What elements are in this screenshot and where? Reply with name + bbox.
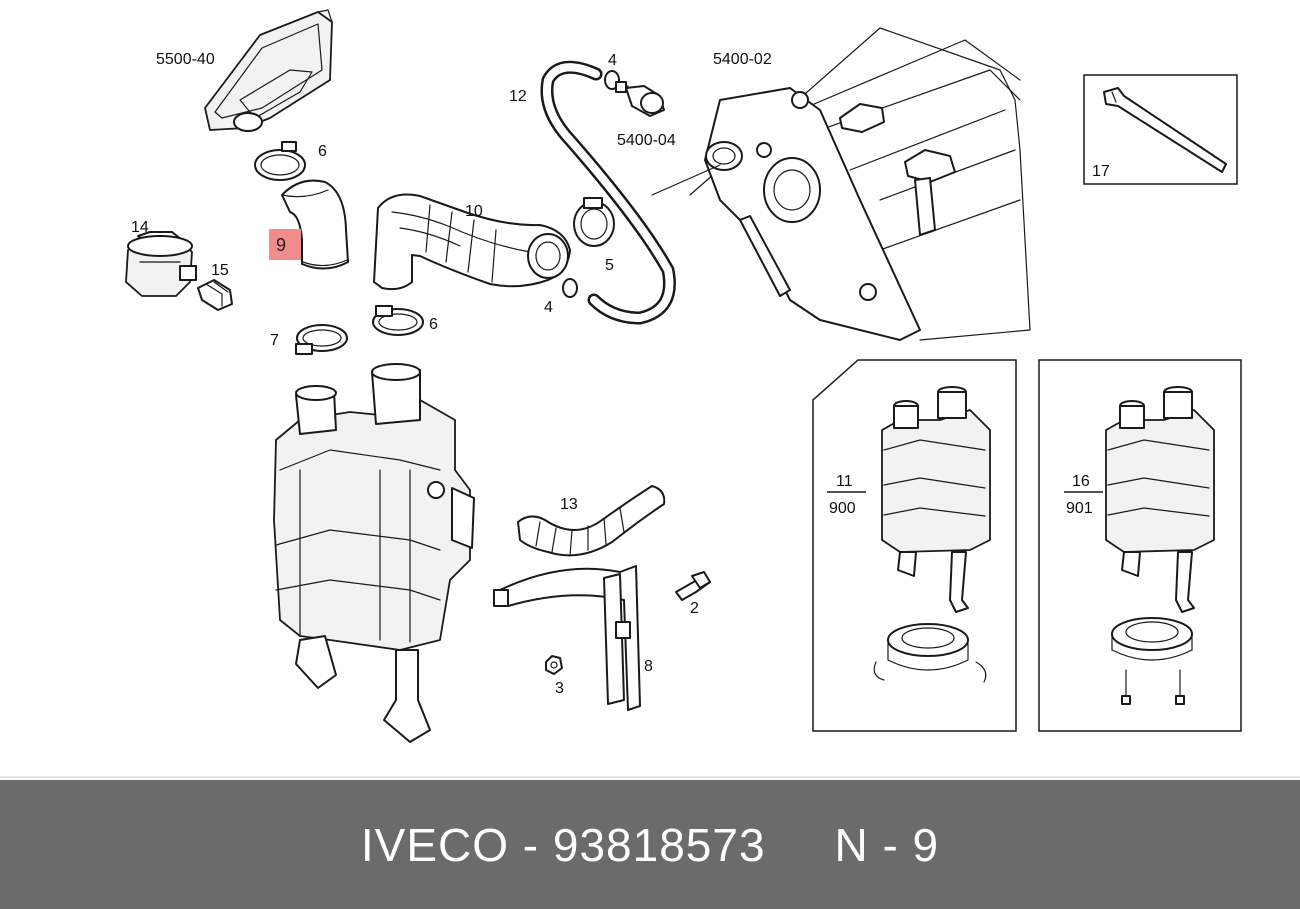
hose-13: [517, 485, 666, 557]
vent-hose-12: [540, 60, 676, 325]
diagram-canvas: 5500-40 5400-02 5400-04 4 4 6 6 5 7 9 10…: [0, 9, 1300, 778]
label-part-13: 13: [560, 496, 578, 513]
variant-box-11-900: [812, 359, 1017, 732]
label-part-8: 8: [644, 658, 653, 675]
sensor-5400-04: [615, 81, 665, 117]
label-part-15: 15: [211, 262, 229, 279]
nut-3: [545, 655, 563, 675]
part-9-highlight: [269, 229, 301, 260]
label-5400-04: 5400-04: [617, 132, 676, 149]
hose-clamp-7: [295, 324, 348, 355]
label-variant-b-part: 16: [1072, 473, 1090, 490]
label-part-14: 14: [131, 219, 149, 236]
label-variant-b-code: 901: [1066, 500, 1093, 517]
parts-diagram: 5500-40 5400-02 5400-04 4 4 6 6 5 7 9 10…: [0, 9, 1300, 778]
elbow-hose-9: [281, 179, 349, 270]
label-part-12: 12: [509, 88, 527, 105]
part-info-footer: IVECO - 93818573 N - 9: [0, 780, 1300, 909]
cable-tie-box-17: [1083, 74, 1238, 185]
label-5400-02: 5400-02: [713, 51, 772, 68]
air-filter-housing: [204, 9, 333, 132]
o-ring-4-mid: [562, 278, 578, 298]
hose-clamp-6-mid: [372, 305, 424, 336]
thermostat-14: [125, 231, 197, 297]
label-part-6-top: 6: [318, 143, 327, 160]
label-part-6-mid: 6: [429, 316, 438, 333]
engine-block: [651, 27, 1031, 341]
expansion-tank: [273, 363, 475, 743]
label-part-10: 10: [465, 203, 483, 220]
label-part-9: 9: [276, 235, 286, 255]
label-part-17: 17: [1092, 163, 1110, 180]
label-part-2: 2: [690, 600, 699, 617]
label-part-5: 5: [605, 257, 614, 274]
label-part-4-mid: 4: [544, 299, 553, 316]
label-part-3: 3: [555, 680, 564, 697]
hose-clamp-6-top: [254, 141, 306, 181]
label-part-7: 7: [270, 332, 279, 349]
label-5500-40: 5500-40: [156, 51, 215, 68]
hose-clamp-5: [573, 197, 615, 247]
fitting-15: [197, 279, 233, 311]
bracket-8: [493, 565, 641, 711]
bolt-2: [675, 571, 711, 601]
variant-box-16-901: [1038, 359, 1242, 732]
label-variant-a-code: 900: [829, 500, 856, 517]
part-info-text: IVECO - 93818573 N - 9: [360, 818, 940, 871]
label-variant-a-part: 11: [836, 473, 853, 490]
label-part-4-top: 4: [608, 52, 617, 69]
coolant-hose-10: [373, 193, 571, 291]
